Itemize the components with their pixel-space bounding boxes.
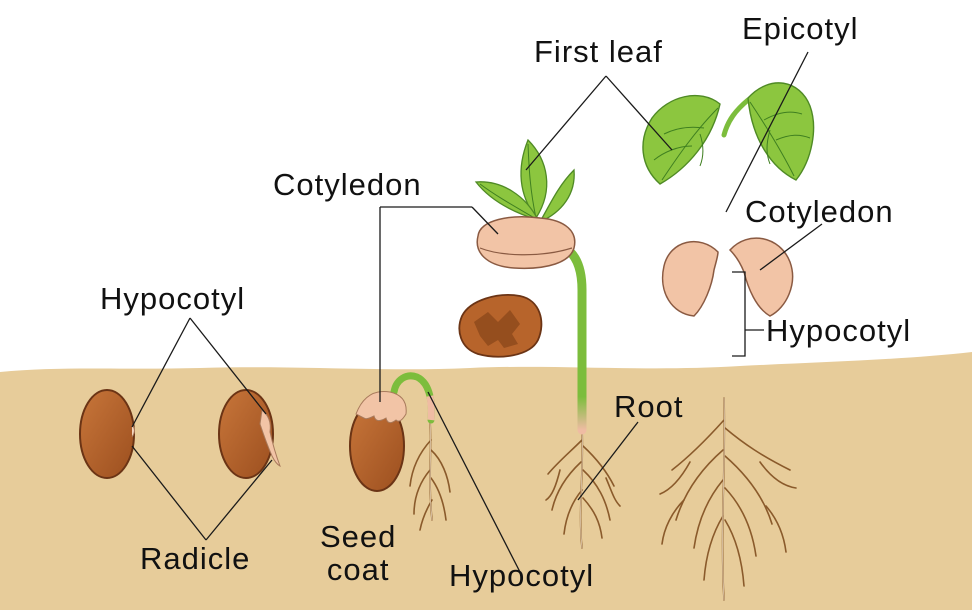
label-seed-coat: Seed coat: [320, 520, 396, 587]
label-hypocotyl-left: Hypocotyl: [100, 283, 245, 314]
label-first-leaf: First leaf: [534, 36, 663, 67]
label-seed-coat-line2: coat: [320, 553, 396, 586]
label-cotyledon-right: Cotyledon: [745, 196, 894, 227]
label-radicle: Radicle: [140, 543, 250, 574]
seed-stage-1: [80, 390, 135, 478]
label-hypocotyl-right: Hypocotyl: [766, 315, 911, 346]
label-root: Root: [614, 391, 683, 422]
label-epicotyl: Epicotyl: [742, 13, 859, 44]
label-seed-coat-line1: Seed: [320, 520, 396, 553]
label-hypocotyl-bottom: Hypocotyl: [449, 560, 594, 591]
label-cotyledon-left: Cotyledon: [273, 169, 422, 200]
